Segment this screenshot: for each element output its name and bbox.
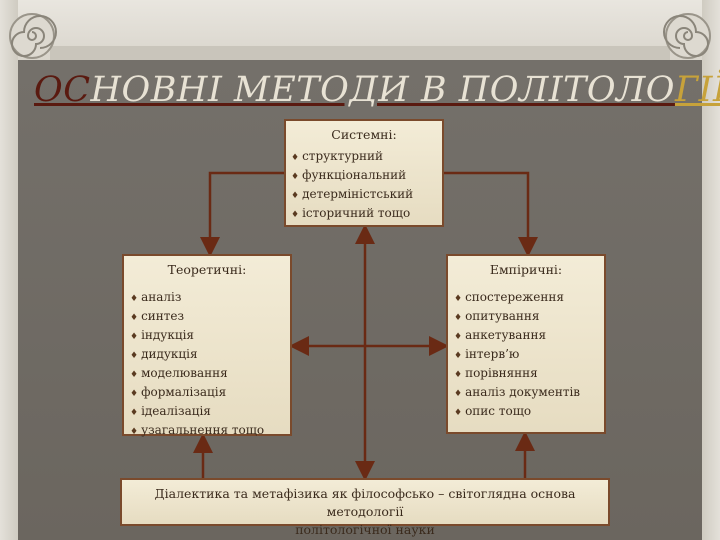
scroll-ornament-left-icon	[9, 13, 57, 59]
list-item: ♦структурний	[291, 148, 442, 167]
frame-right-column	[702, 0, 720, 540]
bullet-icon: ♦	[454, 389, 463, 399]
list-item-label: детерміністський	[302, 187, 414, 201]
foundation-line-1: Діалектика та метафізика як філософсько …	[154, 486, 576, 519]
list-item-label: спостереження	[465, 290, 564, 304]
scroll-ornament-right-icon	[663, 13, 711, 59]
list-item-label: функціональний	[302, 168, 407, 182]
bullet-icon: ♦	[291, 210, 300, 220]
list-item-label: дидукція	[141, 347, 198, 361]
list-item: ♦ідеалізація	[130, 403, 290, 422]
bullet-icon: ♦	[291, 191, 300, 201]
list-item: ♦детерміністський	[291, 186, 442, 205]
bullet-icon: ♦	[454, 332, 463, 342]
list-item-label: ідеалізація	[141, 404, 211, 418]
list-item-label: моделювання	[141, 366, 228, 380]
bullet-icon: ♦	[454, 294, 463, 304]
empirical-list: ♦спостереження ♦опитування ♦анкетування …	[454, 289, 604, 422]
list-item-label: інтерв’ю	[465, 347, 520, 361]
list-item: ♦аналіз	[130, 289, 290, 308]
arrow-system-empirical	[444, 171, 538, 257]
frame-band	[50, 46, 670, 60]
list-item: ♦опис тощо	[454, 403, 604, 422]
list-item: ♦опитування	[454, 308, 604, 327]
page-title: ОСНОВНІ МЕТОДИ В ПОЛІТОЛОГІЇ	[34, 70, 720, 110]
list-item: ♦функціональний	[291, 167, 442, 186]
bullet-icon: ♦	[291, 153, 300, 163]
foundation-box: Діалектика та метафізика як філософсько …	[120, 478, 610, 537]
arrow-system-theoretical	[200, 171, 284, 257]
list-item-label: опитування	[465, 309, 540, 323]
list-item-label: узагальнення тощо	[141, 423, 265, 437]
theoretical-heading: Теоретичні:	[167, 262, 247, 277]
list-item: ♦дидукція	[130, 346, 290, 365]
list-item: ♦формалізація	[130, 384, 290, 403]
list-item-label: порівняння	[465, 366, 538, 380]
list-item-label: аналіз	[141, 290, 182, 304]
title-part-1: ОС	[34, 70, 91, 110]
bullet-icon: ♦	[130, 389, 139, 399]
list-item: ♦аналіз документів	[454, 384, 604, 403]
bullet-icon: ♦	[291, 172, 300, 182]
theoretical-list: ♦аналіз ♦синтез ♦індукція ♦дидукція ♦мод…	[130, 289, 290, 441]
title-part-2: НОВНІ МЕТОДИ В ПОЛІТОЛО	[90, 70, 675, 110]
list-item: ♦порівняння	[454, 365, 604, 384]
bullet-icon: ♦	[130, 370, 139, 380]
frame-left-column	[0, 0, 18, 540]
bullet-icon: ♦	[130, 313, 139, 323]
list-item-label: формалізація	[141, 385, 227, 399]
bullet-icon: ♦	[454, 351, 463, 361]
list-item-label: історичний тощо	[302, 206, 411, 220]
list-item: ♦індукція	[130, 327, 290, 346]
system-list: ♦структурний ♦функціональний ♦детермініс…	[291, 148, 442, 224]
bullet-icon: ♦	[454, 370, 463, 380]
bullet-icon: ♦	[130, 427, 139, 437]
bullet-icon: ♦	[130, 332, 139, 342]
list-item: ♦інтерв’ю	[454, 346, 604, 365]
title-part-3: ГІЇ	[674, 70, 720, 110]
list-item: ♦спостереження	[454, 289, 604, 308]
bullet-icon: ♦	[130, 294, 139, 304]
list-item: ♦узагальнення тощо	[130, 422, 290, 441]
list-item: ♦історичний тощо	[291, 205, 442, 224]
list-item: ♦синтез	[130, 308, 290, 327]
bullet-icon: ♦	[454, 408, 463, 418]
list-item-label: аналіз документів	[465, 385, 581, 399]
bullet-icon: ♦	[130, 351, 139, 361]
list-item-label: синтез	[141, 309, 185, 323]
list-item-label: анкетування	[465, 328, 547, 342]
empirical-methods-box: Емпіричні: ♦спостереження ♦опитування ♦а…	[446, 254, 606, 434]
list-item: ♦анкетування	[454, 327, 604, 346]
bullet-icon: ♦	[130, 408, 139, 418]
system-methods-box: Системні: ♦структурний ♦функціональний ♦…	[284, 119, 444, 227]
empirical-heading: Емпіричні:	[489, 262, 563, 277]
bullet-icon: ♦	[454, 313, 463, 323]
list-item-label: структурний	[302, 149, 384, 163]
system-heading: Системні:	[331, 127, 397, 142]
list-item-label: опис тощо	[465, 404, 532, 418]
list-item: ♦моделювання	[130, 365, 290, 384]
foundation-line-2: політологічної науки	[295, 522, 435, 537]
list-item-label: індукція	[141, 328, 194, 342]
theoretical-methods-box: Теоретичні: ♦аналіз ♦синтез ♦індукція ♦д…	[122, 254, 292, 437]
